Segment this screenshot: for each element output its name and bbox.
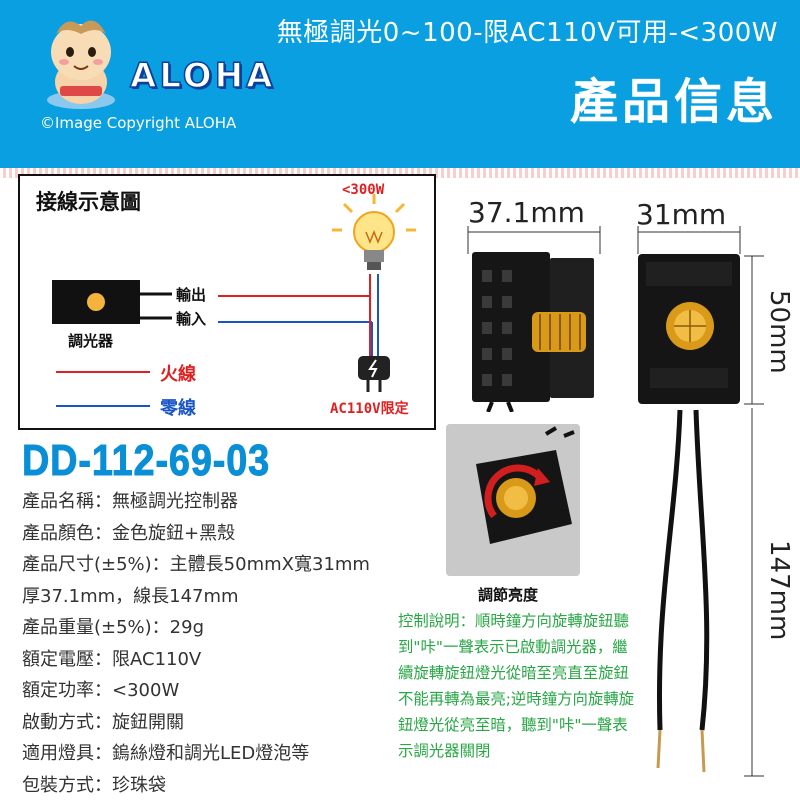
brand-logo: ALOHA: [129, 55, 276, 97]
product-subtitle: 無極調光0~100-限AC110V可用-<300W: [276, 18, 778, 48]
thickness-dimension: 37.1mm: [468, 196, 585, 229]
spec-item: 產品重量(±5%)：29g: [22, 617, 205, 638]
fire-wire-label: 火線: [160, 364, 196, 385]
input-label: 輸入: [176, 310, 207, 328]
control-instruction: 控制說明：順時鐘方向旋轉旋鈕聽到"咔"一聲表示已啟動調光器，繼續旋轉旋鈕燈光從暗…: [398, 612, 635, 760]
spec-item: 產品尺寸(±5%)：主體長50mmX寬31mm: [22, 554, 370, 575]
spec-item: 包裝方式：珍珠袋: [22, 774, 166, 796]
spec-item: 厚37.1mm，線長147mm: [22, 585, 239, 607]
knob-rotation-photo: [446, 424, 580, 576]
output-label: 輸出: [176, 286, 207, 304]
copyright-text: ©Image Copyright ALOHA: [40, 114, 237, 132]
page-title: 產品信息: [569, 74, 778, 130]
dimmer-cables-photo: [656, 409, 710, 773]
ac-voltage-label: AC110V限定: [330, 401, 409, 417]
wiring-diagram-title: 接線示意圖: [36, 190, 141, 214]
dimmer-front-photo: [638, 254, 740, 404]
dimmer-knob-dot: [87, 293, 105, 311]
model-number: DD-112-69-03: [22, 436, 271, 486]
knob-caption: 調節亮度: [478, 586, 539, 604]
dimmer-side-photo: [472, 252, 594, 412]
zero-wire-label: 零線: [160, 398, 196, 419]
power-plug-icon: [358, 356, 390, 392]
dimmer-label: 調光器: [68, 332, 114, 350]
wiring-diagram: 接線示意圖: [18, 174, 436, 430]
spec-list: 產品名稱：無極調光控制器 產品顏色：金色旋鈕+黑殼 產品尺寸(±5%)：主體長5…: [22, 486, 370, 801]
watt-label: <300W: [342, 182, 385, 198]
spec-item: 產品名稱：無極調光控制器: [22, 491, 238, 512]
spec-item: 額定功率：<300W: [22, 680, 180, 701]
spec-item: 產品顏色：金色旋鈕+黑殼: [22, 522, 236, 544]
rotate-clockwise-icon: [484, 464, 545, 519]
header-banner: ALOHA ©Image Copyright ALOHA 無極調光0~100-限…: [0, 0, 800, 168]
spec-item: 額定電壓：限AC110V: [22, 648, 202, 670]
light-bulb-icon: [332, 194, 416, 270]
wiring-drawing: [52, 194, 416, 407]
decorative-stripe: [0, 168, 800, 178]
spec-item: 適用燈具：鎢絲燈和調光LED燈泡等: [22, 743, 310, 764]
width-dimension: 31mm: [636, 198, 727, 231]
mascot-icon: [47, 20, 115, 109]
spec-item: 啟動方式：旋鈕開關: [22, 711, 184, 733]
